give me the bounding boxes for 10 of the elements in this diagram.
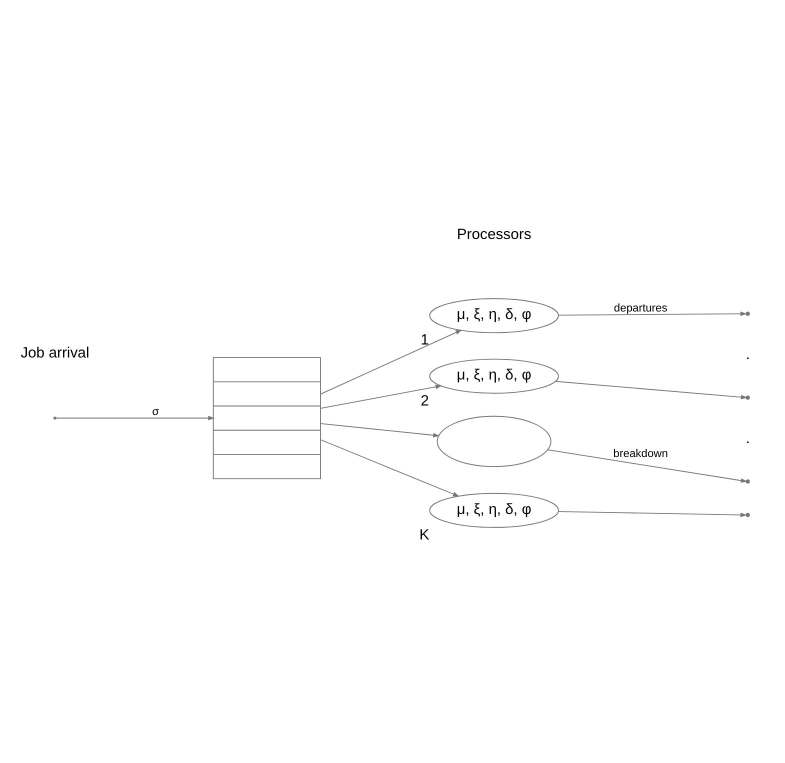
- edge-label: departures: [614, 302, 668, 315]
- edge-label: breakdown: [613, 448, 668, 460]
- edge-label: σ: [152, 406, 160, 418]
- label: .: [746, 347, 750, 364]
- label: .: [746, 431, 750, 448]
- node-label: K: [419, 527, 430, 544]
- label: Processors: [456, 227, 532, 244]
- label: Job arrival: [20, 345, 90, 362]
- node-label: 1: [420, 332, 429, 349]
- node-label: 2: [420, 393, 429, 410]
